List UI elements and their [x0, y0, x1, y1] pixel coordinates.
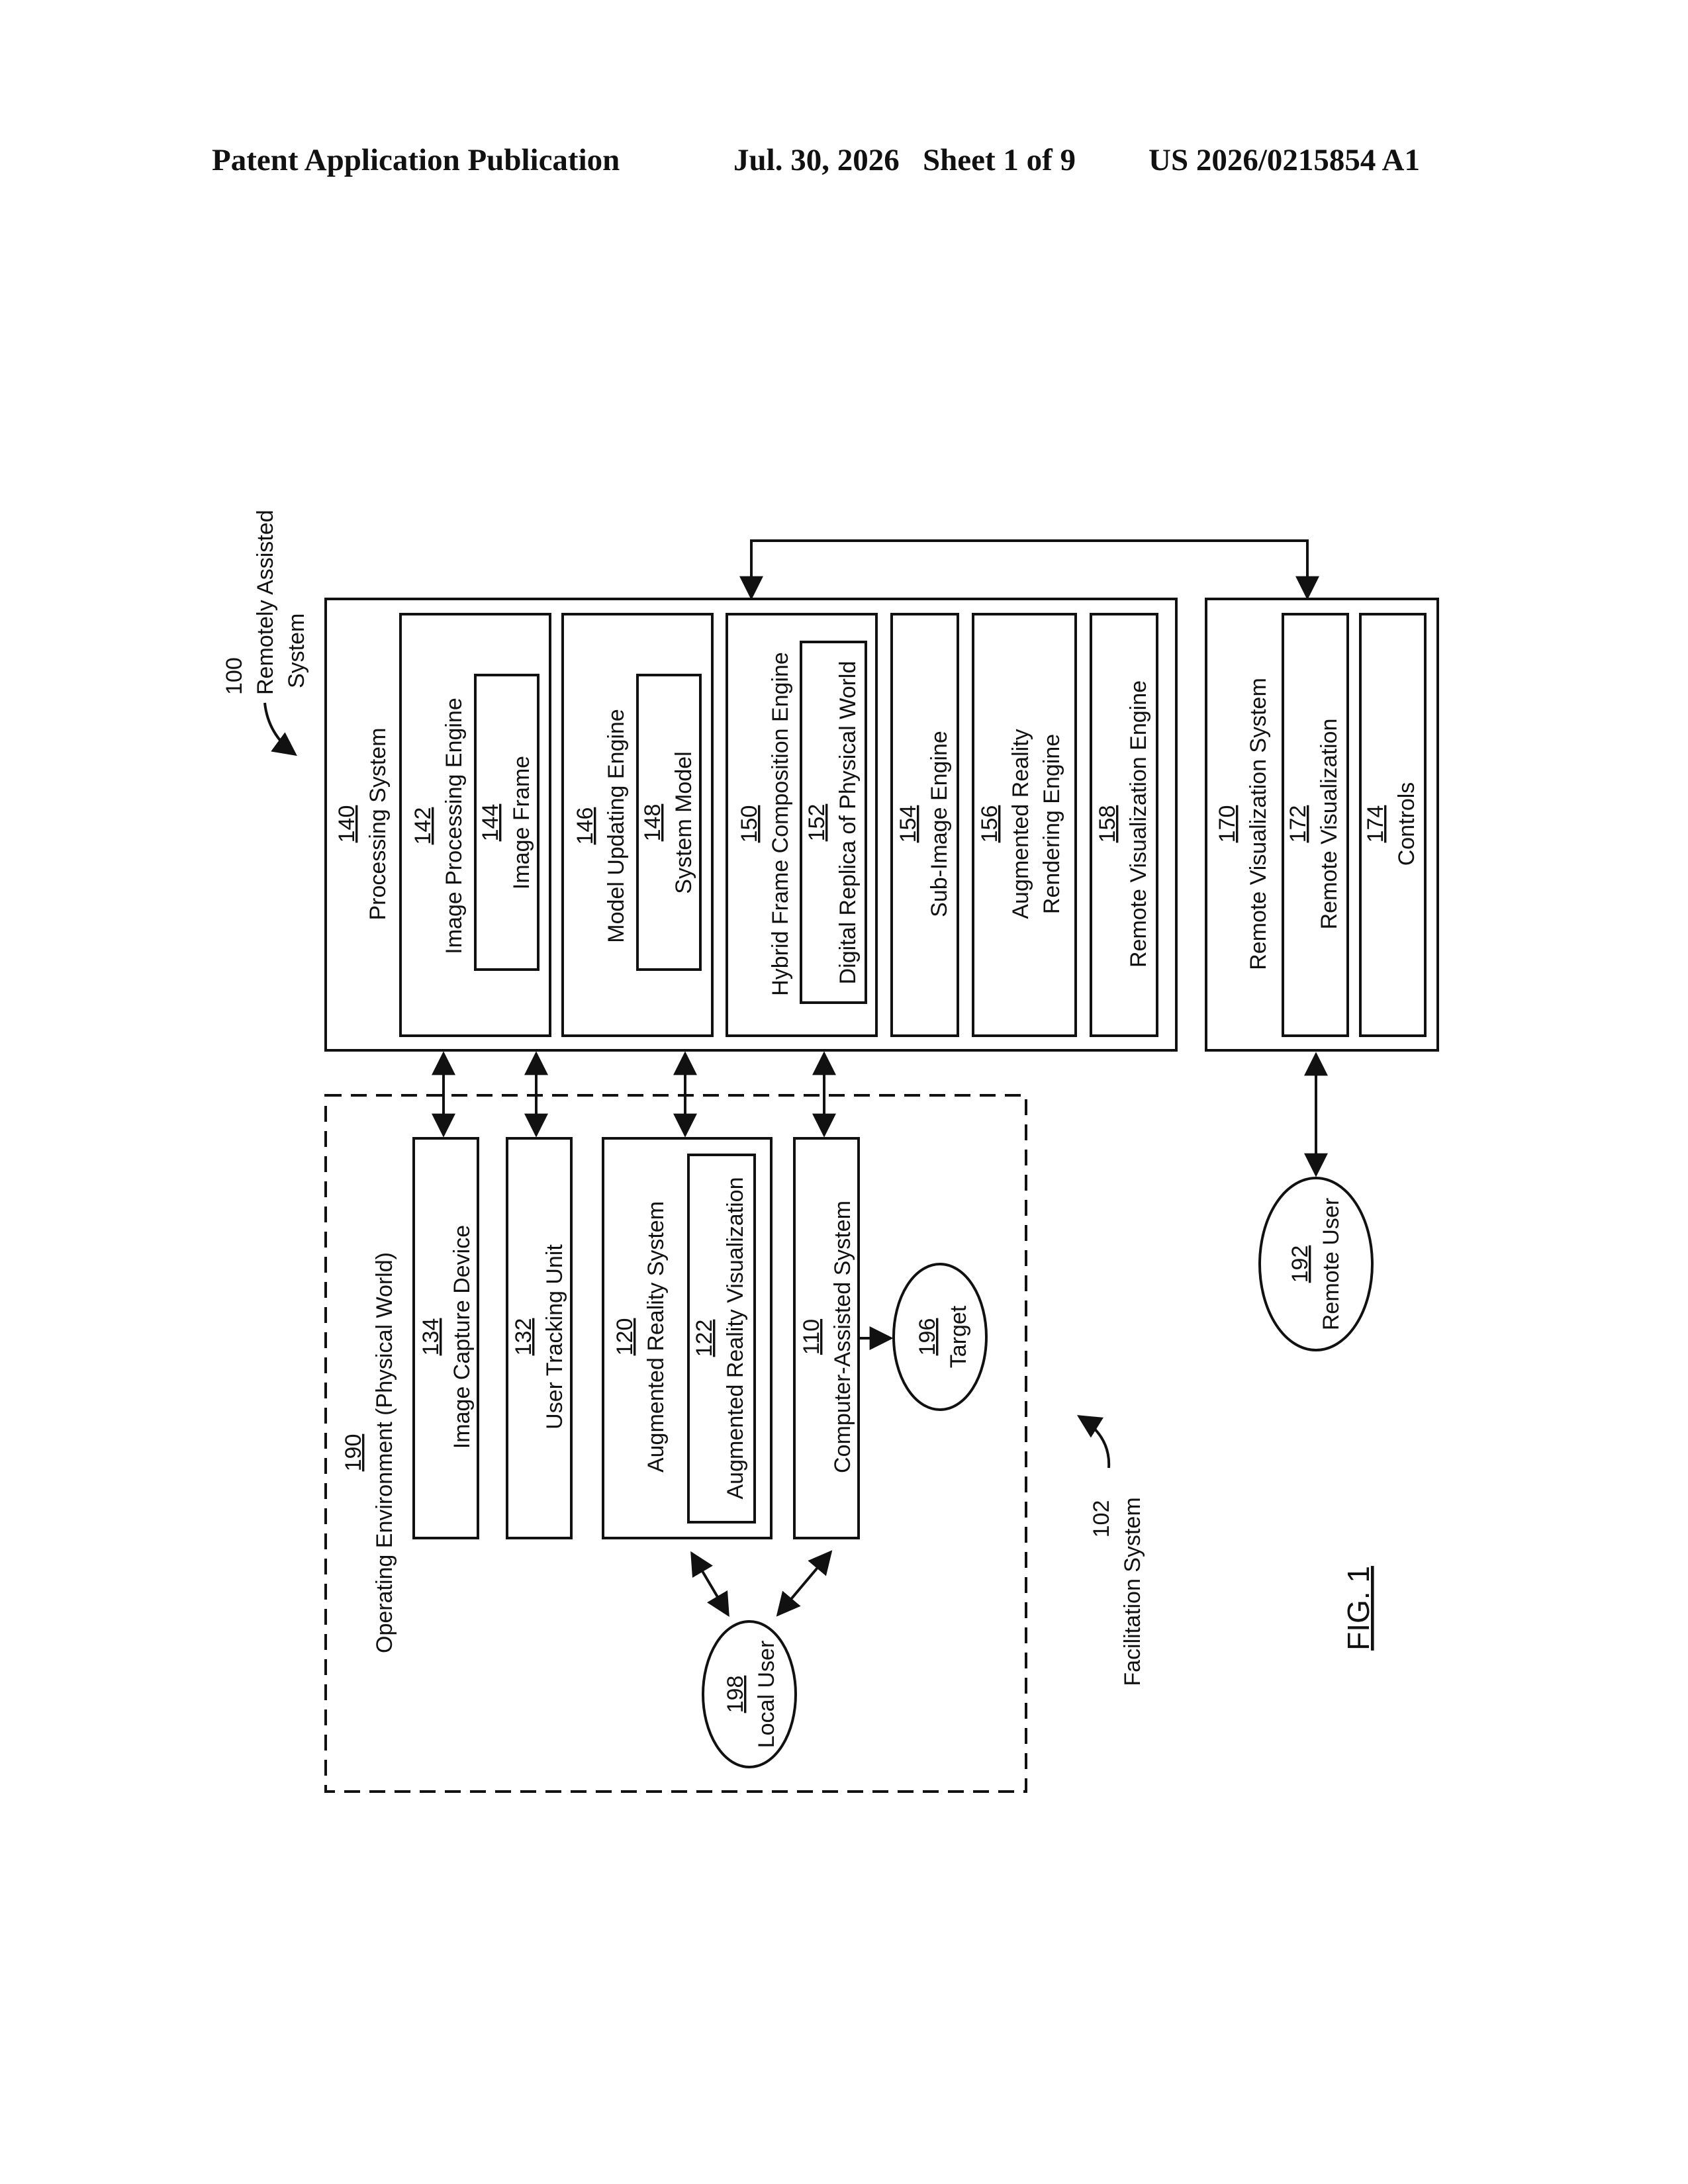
b152-number: 152	[804, 804, 829, 842]
local-user-ellipse	[703, 1621, 796, 1767]
arrow-120-198	[692, 1553, 728, 1615]
e192-number: 192	[1288, 1246, 1313, 1283]
b146-number: 146	[573, 807, 598, 845]
e198-number: 198	[723, 1676, 748, 1713]
b152-label: Digital Replica of Physical World	[835, 661, 861, 985]
figure-label: FIG. 1	[1341, 1566, 1376, 1651]
b134-label: Image Capture Device	[449, 1225, 475, 1449]
b150-label: Hybrid Frame Composition Engine	[768, 652, 793, 996]
ref-102-number: 102	[1089, 1500, 1114, 1538]
b110-label: Computer-Assisted System	[830, 1201, 855, 1473]
b148-number: 148	[640, 804, 665, 842]
ref-100-number: 100	[222, 657, 247, 695]
b142-number: 142	[410, 807, 436, 845]
b150-number: 150	[737, 805, 762, 843]
e196-label: Target	[946, 1305, 971, 1368]
b174-label: Controls	[1394, 782, 1419, 866]
arrow-110-198	[778, 1552, 831, 1615]
b154-number: 154	[896, 805, 921, 843]
ref-100-line1: Remotely Assisted	[253, 510, 278, 695]
b174-number: 174	[1363, 805, 1388, 843]
b110-number: 110	[799, 1319, 824, 1355]
b134-number: 134	[418, 1318, 444, 1356]
e192-label: Remote User	[1319, 1198, 1344, 1330]
b158-label: Remote Visualization Engine	[1126, 680, 1151, 968]
ref-102-leader	[1079, 1416, 1109, 1468]
ref-102-label: Facilitation System	[1120, 1497, 1145, 1686]
target-ellipse	[894, 1264, 986, 1410]
ref-100-line2: System	[284, 614, 309, 688]
b172-number: 172	[1286, 805, 1311, 843]
b132-number: 132	[511, 1318, 536, 1356]
b158-number: 158	[1095, 805, 1120, 843]
e196-number: 196	[915, 1318, 940, 1356]
b140-label: Processing System	[365, 728, 391, 921]
remote-user-ellipse	[1260, 1178, 1372, 1350]
b170-label: Remote Visualization System	[1246, 678, 1271, 970]
e198-label: Local User	[754, 1641, 779, 1749]
b144-number: 144	[478, 804, 503, 842]
b172-label: Remote Visualization	[1317, 719, 1342, 930]
b156-number: 156	[977, 805, 1002, 843]
env-190-label: Operating Environment (Physical World)	[372, 1252, 397, 1653]
b140-number: 140	[334, 805, 359, 843]
b144-label: Image Frame	[509, 756, 534, 889]
b156-line2: Rendering Engine	[1039, 734, 1064, 914]
operating-environment-boundary	[326, 1095, 1026, 1792]
b120-number: 120	[612, 1318, 637, 1356]
b148-label: System Model	[671, 751, 696, 893]
b132-label: User Tracking Unit	[542, 1244, 567, 1430]
b122-number: 122	[692, 1320, 717, 1357]
b170-number: 170	[1215, 805, 1240, 843]
b154-label: Sub-Image Engine	[927, 731, 952, 917]
ref-100-leader	[265, 703, 295, 754]
b142-label: Image Processing Engine	[442, 698, 467, 954]
label-100: 100 Remotely Assisted System	[222, 510, 309, 754]
b156-line1: Augmented Reality	[1008, 729, 1033, 919]
b146-label: Model Updating Engine	[604, 709, 629, 942]
arrow-processing-remote-visualization	[751, 541, 1307, 598]
env-190-number: 190	[341, 1434, 366, 1472]
b120-label: Augmented Reality System	[643, 1201, 669, 1473]
b122-label: Augmented Reality Visualization	[723, 1177, 748, 1500]
